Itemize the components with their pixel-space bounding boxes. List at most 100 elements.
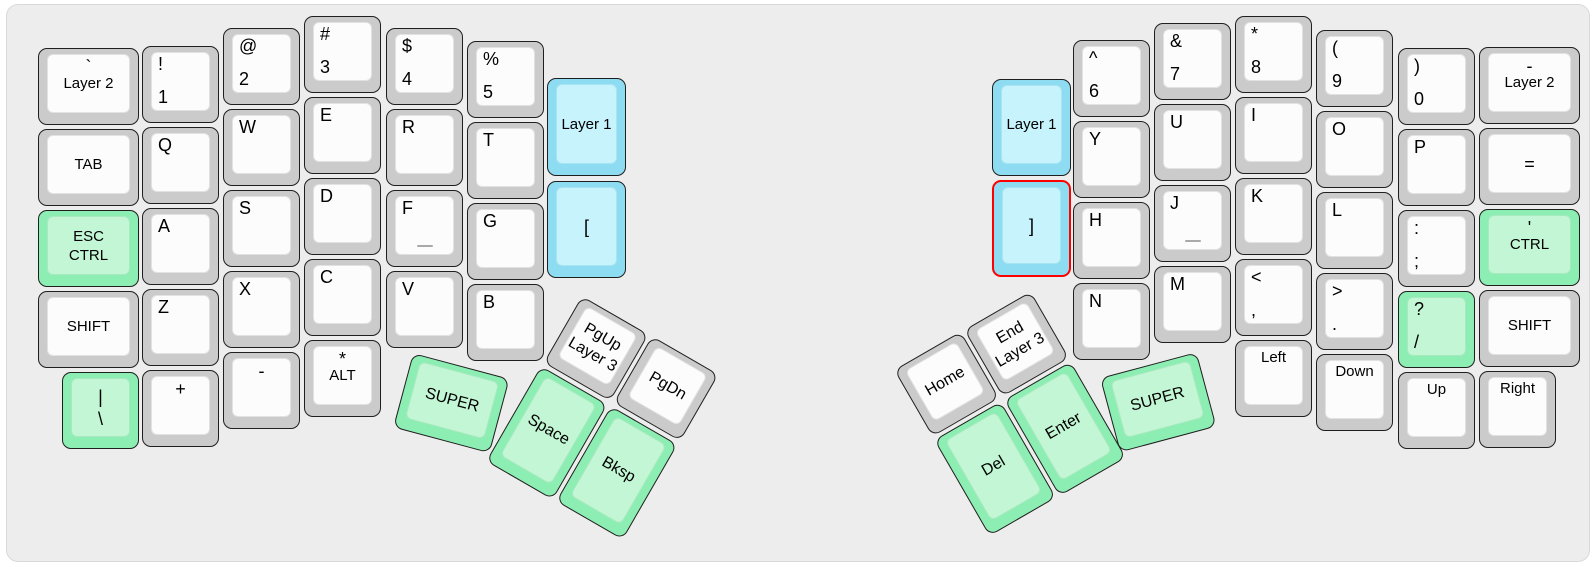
key-amp-7[interactable]: &7 — [1154, 23, 1231, 100]
key-question-slash[interactable]: ?/ — [1398, 291, 1475, 368]
key-rparen-0[interactable]: )0 — [1398, 48, 1475, 125]
key-v[interactable]: V — [386, 271, 463, 348]
key-h[interactable]: H — [1073, 202, 1150, 279]
key-e[interactable]: E — [304, 97, 381, 174]
keytop: K — [1244, 184, 1303, 243]
key-label-tl: P — [1414, 137, 1427, 157]
key-label-tc: ' — [1527, 218, 1532, 238]
key-f[interactable]: F — [386, 190, 463, 267]
key-label-line: Layer 2 — [1504, 74, 1555, 91]
key-i[interactable]: I — [1235, 97, 1312, 174]
key-star-alt[interactable]: *ALT — [304, 340, 381, 417]
key-z[interactable]: Z — [142, 289, 219, 366]
key-label-tc: - — [258, 361, 265, 381]
key-b[interactable]: B — [467, 284, 544, 361]
keytop: Z — [151, 295, 210, 354]
key-label-tl: ? — [1414, 299, 1425, 319]
keytop: + — [151, 376, 210, 435]
key-a[interactable]: A — [142, 208, 219, 285]
key-r[interactable]: R — [386, 109, 463, 186]
keytop: SHIFT — [47, 297, 130, 356]
key-label-tl: N — [1089, 291, 1102, 311]
keytop: &7 — [1163, 29, 1222, 88]
keytop: N — [1082, 289, 1141, 348]
key-minus-left[interactable]: - — [223, 352, 300, 429]
key-k[interactable]: K — [1235, 178, 1312, 255]
key-equals[interactable]: = — [1479, 128, 1580, 205]
key-lbracket[interactable]: [ — [547, 181, 626, 278]
keytop: -Layer 2 — [1488, 53, 1571, 112]
key-u[interactable]: U — [1154, 104, 1231, 181]
key-label-center: CTRL — [1489, 216, 1570, 273]
key-quote-ctrl[interactable]: 'CTRL — [1479, 209, 1580, 286]
key-n[interactable]: N — [1073, 283, 1150, 360]
key-g[interactable]: G — [467, 203, 544, 280]
key-at-2[interactable]: @2 — [223, 28, 300, 105]
key-tab[interactable]: TAB — [38, 129, 139, 206]
key-label-bl: 7 — [1170, 64, 1181, 84]
key-lt-comma[interactable]: <, — [1235, 259, 1312, 336]
key-minus-layer2[interactable]: -Layer 2 — [1479, 47, 1580, 124]
key-label-line: SHIFT — [66, 318, 111, 335]
key-s[interactable]: S — [223, 190, 300, 267]
key-colon-semicolon[interactable]: :; — [1398, 210, 1475, 287]
key-excl-1[interactable]: !1 — [142, 46, 219, 123]
key-super-right[interactable]: SUPER — [1100, 352, 1217, 453]
key-arrow-right[interactable]: Right — [1479, 371, 1556, 448]
key-hash-3[interactable]: #3 — [304, 16, 381, 93]
key-arrow-left[interactable]: Left — [1235, 340, 1312, 417]
key-w[interactable]: W — [223, 109, 300, 186]
key-dollar-4[interactable]: $4 — [386, 28, 463, 105]
key-label-line: TAB — [74, 156, 103, 173]
key-q[interactable]: Q — [142, 127, 219, 204]
key-arrow-up[interactable]: Up — [1398, 372, 1475, 449]
key-star-8[interactable]: *8 — [1235, 16, 1312, 93]
key-plus[interactable]: + — [142, 370, 219, 447]
key-pipe-backslash[interactable]: |\ — [62, 372, 139, 449]
key-grave-layer2[interactable]: `Layer 2 — [38, 48, 139, 125]
keytop: Layer 1 — [556, 84, 617, 164]
key-super-left[interactable]: SUPER — [393, 353, 510, 454]
keytop: L — [1325, 198, 1384, 257]
keytop: ] — [1002, 187, 1061, 264]
homing-bar — [1184, 240, 1201, 242]
key-caret-6[interactable]: ^6 — [1073, 40, 1150, 117]
key-d[interactable]: D — [304, 178, 381, 255]
key-rbracket[interactable]: ] — [992, 180, 1071, 277]
key-layer1-left[interactable]: Layer 1 — [547, 78, 626, 176]
key-label-line: SUPER — [423, 384, 482, 416]
keytop: M — [1163, 272, 1222, 331]
key-o[interactable]: O — [1316, 111, 1393, 188]
key-y[interactable]: Y — [1073, 121, 1150, 198]
keytop: H — [1082, 208, 1141, 267]
key-layer1-right[interactable]: Layer 1 — [992, 79, 1071, 176]
key-shift-right[interactable]: SHIFT — [1479, 290, 1580, 367]
key-l[interactable]: L — [1316, 192, 1393, 269]
key-shift-left[interactable]: SHIFT — [38, 291, 139, 368]
key-percent-5[interactable]: %5 — [467, 41, 544, 118]
key-t[interactable]: T — [467, 122, 544, 199]
key-c[interactable]: C — [304, 259, 381, 336]
keytop: 'CTRL — [1488, 215, 1571, 274]
key-label-tl: B — [483, 292, 496, 312]
key-label-center: TAB — [48, 136, 129, 193]
keytop: )0 — [1407, 54, 1466, 113]
key-label-tl: ) — [1414, 56, 1420, 76]
key-label-line: \ — [97, 408, 103, 429]
key-arrow-down[interactable]: Down — [1316, 354, 1393, 431]
key-label-tl: % — [483, 49, 500, 69]
key-p[interactable]: P — [1398, 129, 1475, 206]
key-lparen-9[interactable]: (9 — [1316, 30, 1393, 107]
key-label-tl: ! — [158, 54, 164, 74]
keytop: SHIFT — [1488, 296, 1571, 355]
key-gt-period[interactable]: >. — [1316, 273, 1393, 350]
key-label-tl: D — [320, 186, 333, 206]
key-x[interactable]: X — [223, 271, 300, 348]
key-label-bl: 0 — [1414, 89, 1425, 109]
key-label-line: Enter — [1042, 408, 1085, 443]
key-j[interactable]: J — [1154, 185, 1231, 262]
key-m[interactable]: M — [1154, 266, 1231, 343]
keytop: Y — [1082, 127, 1141, 186]
